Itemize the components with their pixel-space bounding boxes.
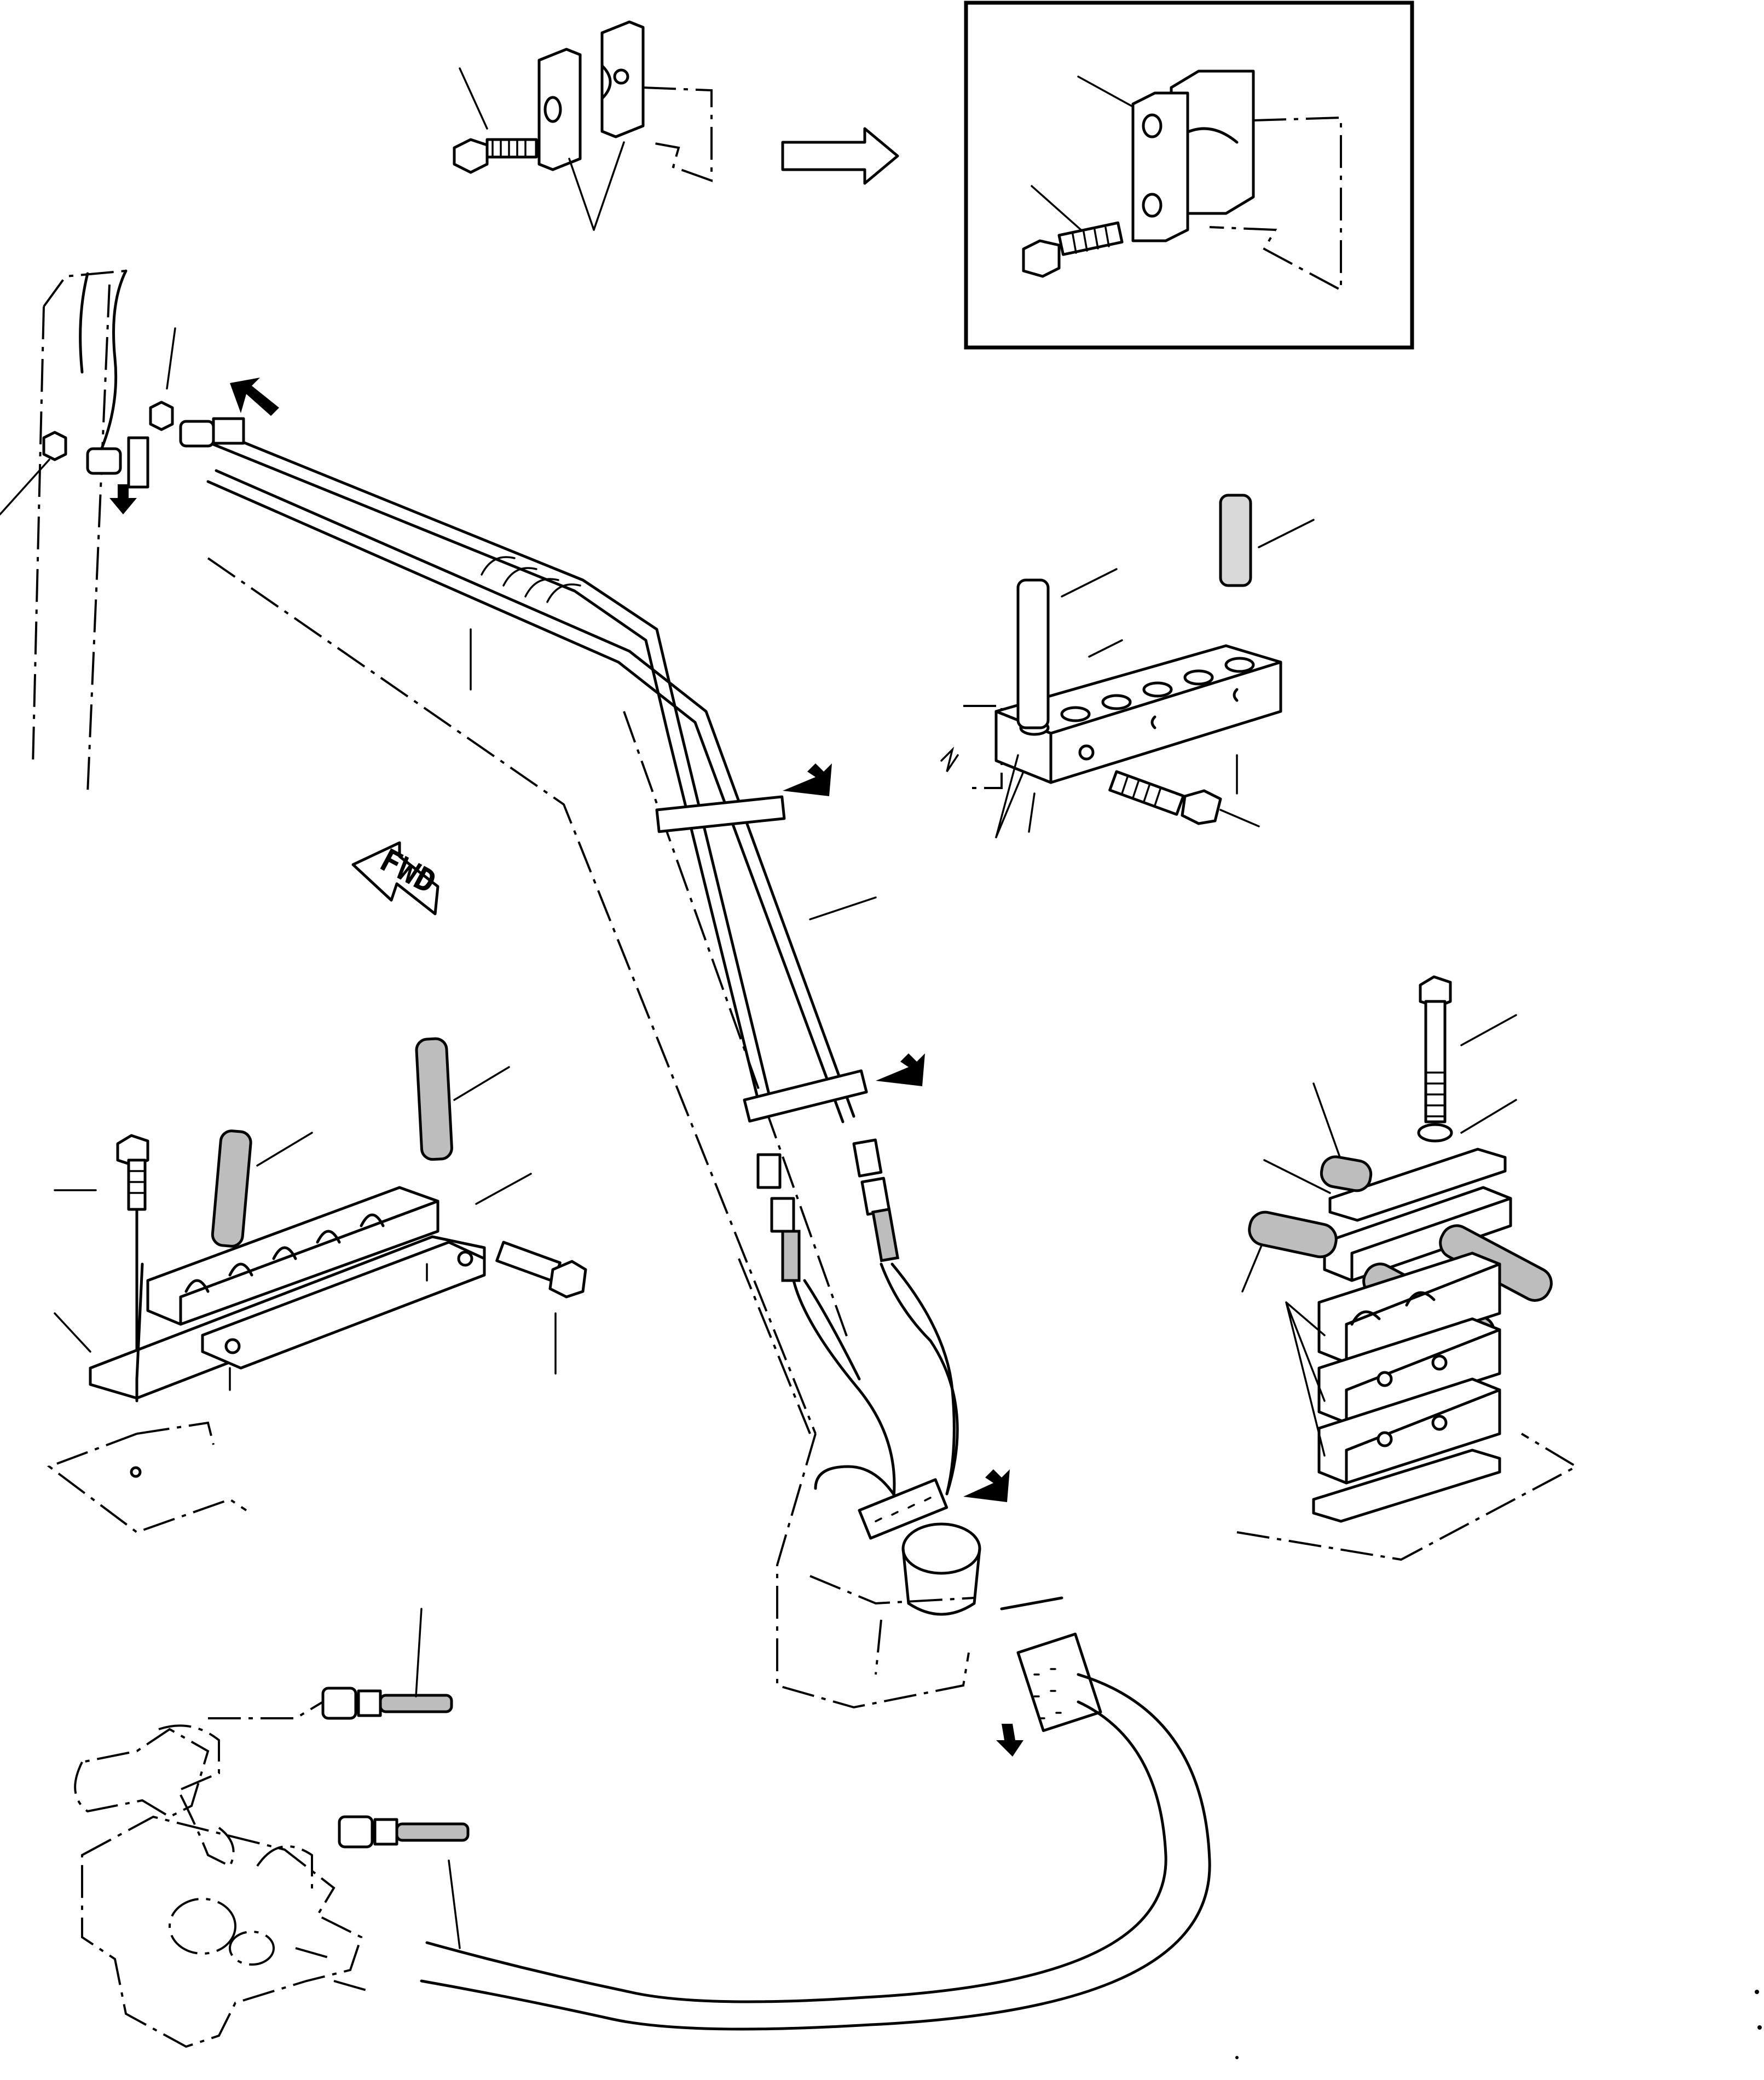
clamp-half-left	[537, 48, 582, 171]
boxed-clamp-bolt	[1022, 221, 1124, 278]
stack-base-plate	[1312, 1449, 1501, 1523]
boom-outline	[32, 269, 975, 1709]
hose-clamp-upper	[858, 1478, 948, 1540]
boom-clamp-band-upper	[655, 795, 786, 833]
speck-3	[1235, 2056, 1239, 2059]
boom-pipe-lines	[195, 425, 877, 1123]
bracket-bolt	[1078, 744, 1222, 825]
bracket-pipe-left	[1016, 578, 1050, 729]
boom-clamp-band-lower	[743, 1069, 868, 1123]
clamp-detail-small	[453, 20, 713, 231]
stacked-clamp-detail	[1236, 975, 1579, 1561]
bracket-pipe-right	[1219, 494, 1252, 587]
valve-fitting-lower	[338, 1815, 470, 1849]
mount-bolt-horizontal	[495, 1241, 587, 1299]
boom-lower-fittings	[756, 1138, 959, 1512]
clamp-block-rear	[1170, 69, 1255, 215]
forward-direction-indicator: FWD	[351, 841, 442, 916]
pipe-bracket-detail	[940, 494, 1315, 838]
mount-clamp-lower	[146, 1186, 439, 1326]
speck-1	[1755, 1990, 1759, 1994]
mount-hose-left	[211, 1129, 252, 1248]
boom-top-fittings	[0, 327, 245, 515]
stack-hose-1	[1320, 1155, 1373, 1192]
callout-arrow-boom-top	[230, 378, 279, 416]
swing-bracket-area	[420, 1465, 1211, 2031]
clamp-bolt-small	[453, 138, 538, 174]
callout-arrow-boom-low	[876, 1053, 925, 1086]
main-hose-outer	[420, 1673, 1211, 2031]
pipe-clamp-mount-detail	[47, 1037, 587, 1534]
speck-2	[1757, 2025, 1762, 2030]
boom-top-clamp	[127, 436, 149, 489]
callout-arrow-clamp-upper	[963, 1469, 1010, 1502]
transition-arrow	[781, 127, 899, 185]
stack-bolt-long	[1417, 975, 1453, 1143]
control-valve-assembly	[74, 1608, 470, 2048]
clamp-block-front	[1131, 91, 1189, 242]
callout-arrow-clamp-lower	[996, 1724, 1023, 1757]
callout-arrow-boom-mid	[783, 763, 832, 796]
clamp-half-right	[600, 20, 645, 138]
detail-frame	[964, 1, 1414, 350]
mount-bolt-vertical	[116, 1134, 149, 1403]
swing-pin-boss	[901, 1522, 981, 1575]
stack-top-plate	[1328, 1148, 1507, 1222]
valve-fitting-upper	[321, 1687, 453, 1720]
stack-hose-2	[1248, 1210, 1338, 1259]
callout-arrow-boom-left	[109, 484, 137, 514]
stack-clamp-layer-3	[1317, 1317, 1501, 1424]
main-hose-inner	[425, 1700, 1167, 2003]
mount-clamp-upper	[201, 1241, 486, 1370]
stack-clamp-layer-2	[1317, 1252, 1501, 1364]
hose-clamp-lower	[1016, 1632, 1102, 1733]
clamp-detail-boxed	[964, 1, 1414, 350]
mount-hose-right	[415, 1037, 453, 1161]
stack-clamp-layer-1	[1323, 1186, 1512, 1282]
stack-clamp-layer-4	[1317, 1377, 1501, 1485]
